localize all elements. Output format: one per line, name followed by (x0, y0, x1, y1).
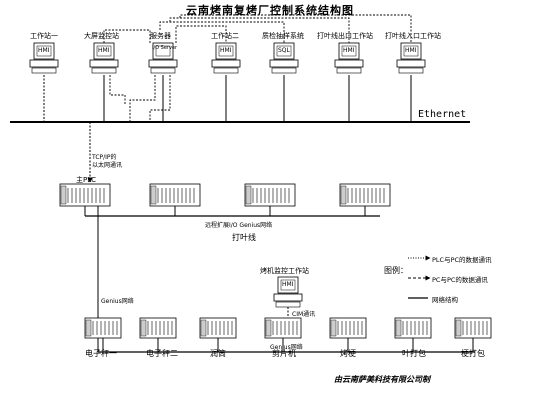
bottom-label-3: 润筒 (210, 349, 226, 358)
footer-credit: 由云南萨美科技有限公司制 (334, 374, 430, 384)
legend-item-1: PLC与PC的数据通讯 (432, 256, 492, 264)
workstation-label-2: 大屏监控站 (84, 32, 119, 40)
screen-label-6: HMI (343, 47, 355, 54)
workstation-label-4: 工作站二 (211, 32, 239, 40)
genius-network-label: Genius网络 (101, 298, 134, 305)
line-label: 打叶线 (232, 233, 256, 242)
screen-label-7: HMI (405, 47, 417, 54)
screen-label-2: HMI (98, 47, 110, 54)
screen-label-3: I/O Server (152, 45, 178, 51)
bottom-plc-6 (394, 317, 432, 339)
workstation-label-5: 质检抽样系统 (262, 32, 304, 40)
legend-item-2: PC与PC的数据通讯 (432, 276, 488, 284)
tcpip-label-2: 以太网通讯 (92, 162, 123, 169)
legend-title: 图例： (384, 266, 408, 275)
bottom-label-6: 叶打包 (402, 349, 426, 358)
bottom-label-4: 剪片机 (272, 349, 296, 358)
remote-io-rack-3 (339, 183, 391, 207)
bottom-plc-5 (329, 317, 367, 339)
bottom-plc-7 (454, 317, 492, 339)
bottom-label-5: 烤梗 (340, 349, 356, 358)
screen-label-5: SQL (278, 47, 290, 54)
main-plc-label: 主PLC (76, 176, 97, 184)
bottom-plc-1 (84, 317, 122, 339)
workstation-label-3: 服务器 (150, 32, 171, 40)
ethernet-label: Ethernet (418, 109, 467, 120)
genius-remote-label: 远程扩展I/O Genius网络 (205, 222, 273, 229)
screen-label-1: HMI (38, 47, 50, 54)
bottom-plc-4 (264, 317, 302, 339)
main-plc-rack (59, 183, 111, 207)
monitor-station-label: 烤机监控工作站 (260, 267, 309, 275)
monitor-screen-label: HMI (282, 281, 294, 288)
bottom-plc-2 (139, 317, 177, 339)
workstation-label-7: 打叶线入口工作站 (385, 32, 441, 40)
tcpip-label: TCP/IP的 (92, 154, 117, 161)
workstation-label-6: 打叶线出口工作站 (317, 32, 373, 40)
pc-to-pc-links (103, 14, 412, 105)
remote-io-rack-2 (244, 183, 296, 207)
cim-label: CIM通讯 (292, 311, 316, 318)
bottom-plc-3 (199, 317, 237, 339)
screen-label-4: HMI (220, 47, 232, 54)
bottom-label-1: 电子秤一 (85, 349, 117, 358)
workstation-label-1: 工作站一 (30, 32, 58, 40)
legend-symbols (408, 255, 431, 299)
bottom-label-7: 梗打包 (461, 349, 485, 358)
remote-io-rack-1 (149, 183, 201, 207)
bottom-label-2: 电子秤二 (146, 349, 178, 358)
diagram-title: 云南烤南复烤厂控制系统结构图 (186, 4, 354, 17)
genius-network-label-2: Genius网络 (270, 344, 303, 351)
legend-item-3: 网络结构 (432, 296, 458, 304)
